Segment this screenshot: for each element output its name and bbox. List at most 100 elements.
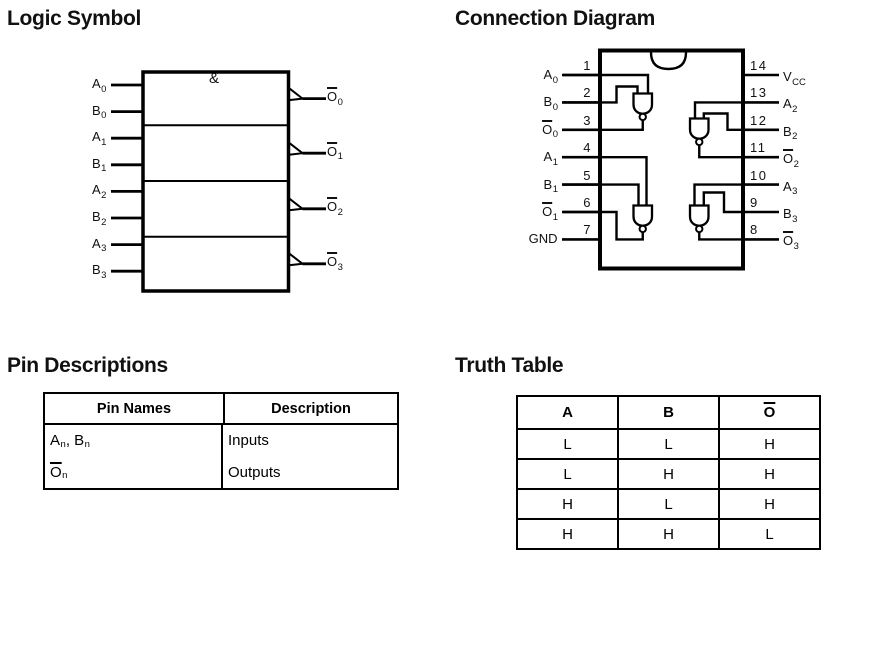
pin-number-3: 3 [583,112,592,128]
wire-pin1 [563,73,650,94]
pin-number-14: 14 [750,58,768,73]
pin-number-9: 9 [750,195,759,210]
column-header-a: A [516,395,619,430]
pin-label-b3: B3 [783,206,798,225]
pin-label-a1: A1 [543,149,558,168]
pin-descriptions-title: Pin Descriptions [7,354,168,377]
inversion-bubble-icon [638,224,647,234]
pin-number-4: 4 [583,140,592,156]
connection-diagram-title: Connection Diagram [455,7,655,30]
column-header-pin-names: Pin Names [45,394,225,423]
logic-symbol-diagram [111,70,326,293]
logic-input-label-b1: B1 [92,155,107,175]
notch-icon [649,52,688,71]
logic-output-label-o0: O0 [327,89,343,108]
wire-pin3 [563,120,644,131]
pin-label-o2: O2 [783,151,799,170]
truth-cell: L [718,518,821,550]
truth-table-title: Truth Table [455,354,564,377]
wire-pin11 [698,145,743,159]
pin-label-a2: A2 [783,96,798,115]
truth-table-header-row: A B O [516,395,821,430]
pin-descriptions-header-row: Pin Names Description [45,394,397,425]
logic-input-label-b0: B0 [92,102,107,122]
inversion-bubbles [638,112,704,234]
logic-input-pin-lines [111,83,142,273]
truth-cell: L [617,428,720,460]
nand-gate-icon [688,117,710,140]
pin-number-2: 2 [583,85,592,101]
logic-input-label-a0: A0 [92,76,107,95]
inversion-bubble-icon [695,137,704,147]
truth-cell: L [516,428,619,460]
pin-label-a0: A0 [543,67,558,86]
truth-cell: H [617,458,720,490]
pin-label-b1: B1 [543,176,558,196]
table-row: L L H [516,428,821,460]
column-header-b: B [617,395,720,430]
truth-cell: H [718,458,821,490]
pin-label-o1: O1 [542,204,558,223]
truth-table: A B O L L H L H H H L H H H [516,395,821,550]
pin-number-1: 1 [583,58,592,73]
pin-number-11: 11 [750,140,767,156]
pin-number-8: 8 [750,222,759,238]
nand-gate-icon [688,204,710,227]
inversion-bubble-icon [638,112,647,122]
output-negation-flags [288,87,306,267]
description-cell: Outputs [228,463,281,481]
pin-number-13: 13 [750,85,768,101]
wire-pin8 [698,232,743,241]
table-row: L H H [516,458,821,490]
logic-output-label-o1: O1 [327,143,343,163]
truth-cell: H [516,488,619,520]
wire-pin10 [693,183,743,206]
pin-label-b0: B0 [543,94,558,113]
logic-input-label-a3: A3 [92,235,107,255]
logic-input-label-a2: A2 [92,182,107,201]
wire-pin4 [563,156,648,206]
truth-cell: H [617,518,720,550]
wire-pin13 [693,101,743,119]
wire-pin9 [702,191,743,214]
nand-gate-icon [632,92,654,115]
truth-cell: H [718,428,821,460]
nand-gates [632,92,710,227]
pin-label-vcc: VCC [783,69,806,88]
pin-label-o0: O0 [542,121,558,141]
logic-input-label-b3: B3 [92,262,107,281]
pin-number-10: 10 [750,167,768,183]
wire-pin12 [702,112,743,131]
nand-gate-icon [632,204,654,227]
pin-label-o3: O3 [783,233,799,252]
logic-output-label-o3: O3 [327,254,343,273]
inversion-bubble-icon [695,224,704,234]
pin-number-6: 6 [583,195,592,210]
truth-cell: L [617,488,720,520]
pin-number-7: 7 [583,222,592,238]
column-header-description: Description [271,400,351,417]
logic-output-label-o2: O2 [327,199,343,218]
pin-number-5: 5 [583,167,592,183]
logic-input-label-a1: A1 [92,129,107,148]
column-header-o: O [718,395,821,430]
truth-cell: H [516,518,619,550]
pin-label-b2: B2 [783,123,798,143]
and-function-label: & [209,70,220,87]
pin-label-gnd: GND [528,231,558,247]
dip-package-outline [598,48,745,271]
pin-number-12: 12 [750,112,768,128]
pin-label-a3: A3 [783,178,798,198]
truth-cell: L [516,458,619,490]
table-row: H H L [516,518,821,550]
logic-input-label-b2: B2 [92,209,107,228]
table-row: H L H [516,488,821,520]
logic-symbol-title: Logic Symbol [7,7,142,30]
